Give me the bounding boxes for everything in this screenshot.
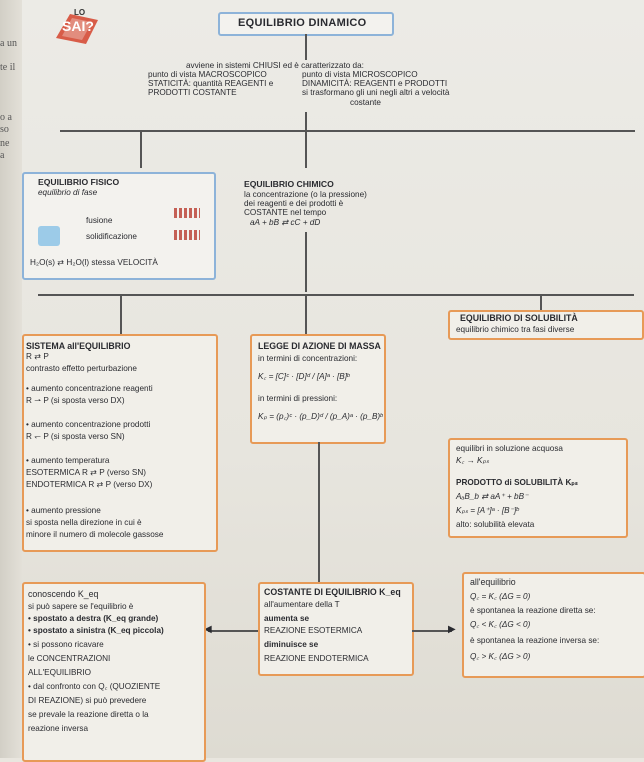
legge-l2: in termini di pressioni:: [258, 394, 338, 403]
legge-kp: Kₚ = (p꜀)ᶜ · (p_D)ᵈ / (p_A)ᵃ · (p_B)ᵇ: [258, 412, 383, 421]
solub-l6: alto: solubilità elevata: [456, 520, 535, 529]
sistema-l3: R ⇀ P (si sposta verso DX): [26, 396, 125, 405]
solub-l5: Kₚₛ = [A⁺]ᵃ · [B⁻]ᵇ: [456, 506, 519, 515]
allequil-l6: Q꜀ > K꜀ (ΔG > 0): [470, 652, 531, 661]
chimico-eq: aA + bB ⇄ cC + dD: [250, 218, 321, 227]
intro-left2: STATICITÀ: quantità REAGENTI e: [148, 79, 274, 88]
solub-header-box: EQUILIBRIO DI SOLUBILITÀ equilibrio chim…: [448, 310, 644, 340]
allequil-l1: all'equilibrio: [470, 577, 516, 587]
edge-text-1: a un: [0, 38, 17, 49]
chimico-title: EQUILIBRIO CHIMICO: [244, 179, 334, 189]
sistema-l9: • aumento pressione: [26, 506, 101, 515]
fisico-sub: equilibrio di fase: [38, 188, 98, 197]
legge-kc: K꜀ = [C]ᶜ · [D]ᵈ / [A]ᵃ · [B]ᵇ: [258, 372, 350, 381]
sistema-l11: minore il numero di molecole gassose: [26, 530, 164, 539]
allequil-l3: è spontanea la reazione diretta se:: [470, 606, 596, 615]
molecules-icon: [174, 230, 200, 240]
sistema-l8: ENDOTERMICA R ⇄ P (verso DX): [26, 480, 153, 489]
costante-l3: REAZIONE ESOTERMICA: [264, 626, 363, 635]
page-margin: [0, 0, 22, 758]
conosc-l4: • spostato a sinistra (K_eq piccola): [28, 626, 164, 635]
conosc-l10: se prevale la reazione diretta o la: [28, 710, 149, 719]
costante-title: COSTANTE DI EQUILIBRIO K_eq: [264, 587, 401, 597]
sistema-box: SISTEMA all'EQUILIBRIO R ⇄ P contrasto e…: [22, 334, 218, 552]
chimico-l2: dei reagenti e dei prodotti è: [244, 199, 344, 208]
solub-title: EQUILIBRIO DI SOLUBILITÀ: [460, 313, 578, 323]
fisico-eq: H₂O(s) ⇄ H₂O(l) stessa VELOCITÀ: [30, 258, 158, 267]
intro-left3: PRODOTTI COSTANTE: [148, 88, 237, 97]
edge-text-3: o a: [0, 112, 12, 123]
allequil-l4: Q꜀ < K꜀ (ΔG < 0): [470, 620, 531, 629]
allequil-box: all'equilibrio Q꜀ = K꜀ (ΔG = 0) è sponta…: [462, 572, 644, 678]
arrow-left-icon: ◀: [204, 624, 212, 635]
conosc-l3: • spostato a destra (K_eq grande): [28, 614, 159, 623]
logo-sai: SAI?: [62, 18, 94, 34]
chimico-l1: la concentrazione (o la pressione): [244, 190, 367, 199]
arrow-right-icon: ▶: [448, 624, 456, 635]
conoscendo-box: conoscendo K_eq si può sapere se l'equil…: [22, 582, 206, 762]
chimico-l3: COSTANTE nel tempo: [244, 208, 327, 217]
sistema-l4: • aumento concentrazione prodotti: [26, 420, 151, 429]
sistema-title: SISTEMA all'EQUILIBRIO: [26, 341, 131, 351]
solub-box: equilibri in soluzione acquosa K꜀ → Kₚₛ …: [448, 438, 628, 538]
molecules-icon: [174, 208, 200, 218]
conosc-l1: conoscendo K_eq: [28, 589, 99, 599]
solub-l3: PRODOTTO di SOLUBILITÀ Kₚₛ: [456, 478, 578, 487]
intro-right1: punto di vista MICROSCOPICO: [302, 70, 418, 79]
edge-text-4: so: [0, 124, 9, 135]
edge-text-2: te il: [0, 62, 16, 73]
conosc-l7: ALL'EQUILIBRIO: [28, 668, 91, 677]
conosc-l9: DI REAZIONE) si può prevedere: [28, 696, 147, 705]
edge-text-6: a: [0, 150, 5, 161]
sistema-l5: R ↽ P (si sposta verso SN): [26, 432, 125, 441]
solub-sub: equilibrio chimico tra fasi diverse: [456, 325, 575, 334]
fisico-box: EQUILIBRIO FISICO equilibrio di fase fus…: [22, 172, 216, 280]
conosc-l2: si può sapere se l'equilibrio è: [28, 602, 134, 611]
title-box: EQUILIBRIO DINAMICO: [218, 12, 394, 36]
ice-cube-icon: [38, 226, 60, 246]
conosc-l5: • si possono ricavare: [28, 640, 104, 649]
solub-l4: AₐB_b ⇄ aA⁺ + bB⁻: [456, 492, 529, 501]
sistema-l7: ESOTERMICA R ⇄ P (verso SN): [26, 468, 146, 477]
costante-l5: REAZIONE ENDOTERMICA: [264, 654, 369, 663]
page-title: EQUILIBRIO DINAMICO: [238, 17, 367, 29]
solub-l2: K꜀ → Kₚₛ: [456, 456, 490, 465]
legge-l1: in termini di concentrazioni:: [258, 354, 358, 363]
legge-box: LEGGE DI AZIONE DI MASSA in termini di c…: [250, 334, 386, 444]
costante-l2: aumenta se: [264, 614, 310, 623]
sistema-l1: contrasto effetto perturbazione: [26, 364, 137, 373]
conosc-l11: reazione inversa: [28, 724, 89, 733]
intro-right3: si trasformano gli uni negli altri a vel…: [302, 88, 450, 97]
conosc-l8: • dal confronto con Q꜀ (QUOZIENTE: [28, 682, 161, 691]
costante-l1: all'aumentare della T: [264, 600, 340, 609]
fisico-solid: solidificazione: [86, 232, 137, 241]
intro-left1: punto di vista MACROSCOPICO: [148, 70, 267, 79]
intro-line1: avviene in sistemi CHIUSI ed è caratteri…: [186, 61, 364, 70]
fisico-title: EQUILIBRIO FISICO: [38, 177, 120, 187]
solub-l1: equilibri in soluzione acquosa: [456, 444, 563, 453]
sistema-r: R ⇄ P: [26, 352, 49, 361]
intro-right4: costante: [350, 98, 381, 107]
sistema-l10: si sposta nella direzione in cui è: [26, 518, 142, 527]
conosc-l6: le CONCENTRAZIONI: [28, 654, 111, 663]
intro-right2: DINAMICITÀ: REAGENTI e PRODOTTI: [302, 79, 448, 88]
sistema-l6: • aumento temperatura: [26, 456, 110, 465]
lo-sai-logo: LO SAI?: [48, 8, 108, 48]
legge-title: LEGGE DI AZIONE DI MASSA: [258, 341, 381, 351]
sistema-l2: • aumento concentrazione reagenti: [26, 384, 153, 393]
logo-lo: LO: [74, 8, 86, 17]
edge-text-5: ne: [0, 138, 10, 149]
allequil-l2: Q꜀ = K꜀ (ΔG = 0): [470, 592, 531, 601]
costante-box: COSTANTE DI EQUILIBRIO K_eq all'aumentar…: [258, 582, 414, 676]
allequil-l5: è spontanea la reazione inversa se:: [470, 636, 600, 645]
fisico-fusione: fusione: [86, 216, 113, 225]
costante-l4: diminuisce se: [264, 640, 319, 649]
